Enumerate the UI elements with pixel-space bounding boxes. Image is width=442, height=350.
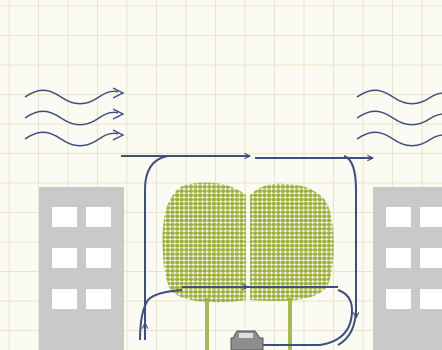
wind-waves-right bbox=[357, 90, 442, 146]
wind-waves-left bbox=[25, 88, 123, 146]
building-left bbox=[39, 187, 124, 350]
airflow-loop bbox=[121, 156, 373, 345]
car bbox=[231, 331, 263, 350]
tree-left bbox=[163, 182, 247, 350]
tree-right bbox=[250, 184, 334, 350]
building-right bbox=[373, 187, 442, 350]
